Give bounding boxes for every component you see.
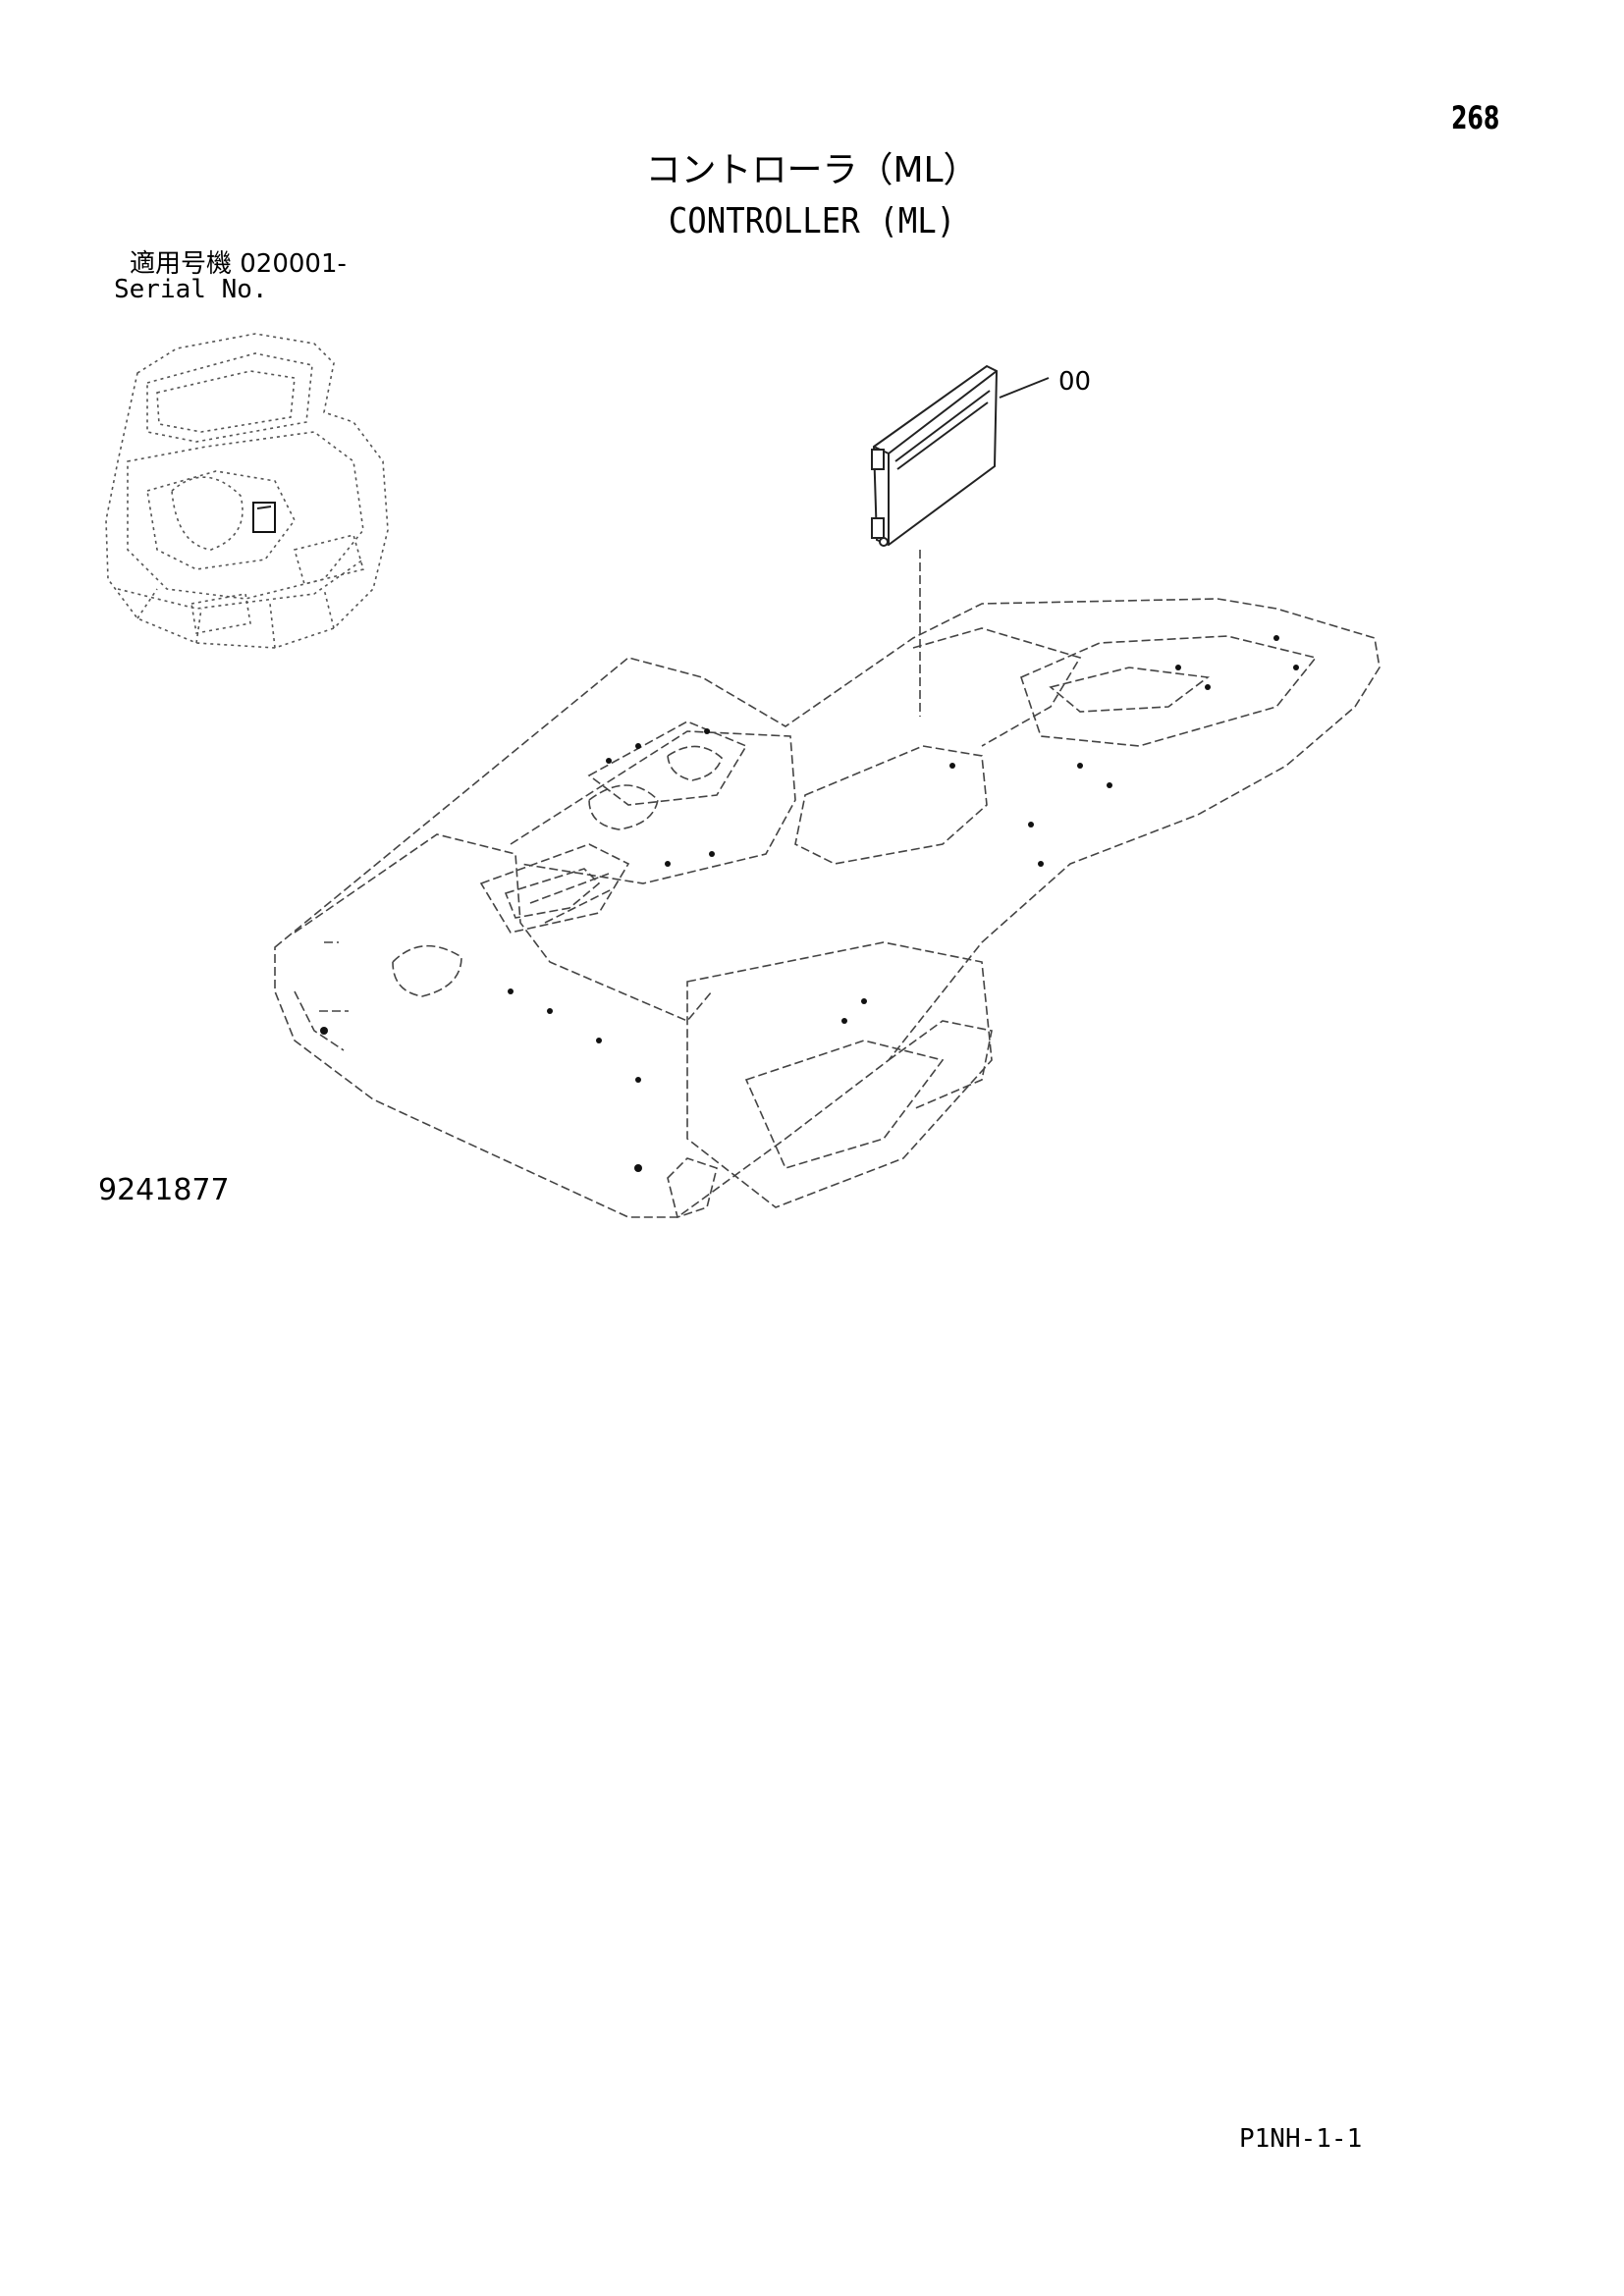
footer-code: P1NH-1-1	[1239, 2124, 1363, 2154]
serial-number-label-japanese: 適用号機 020001-	[130, 249, 347, 279]
part-callout-label: 00	[1058, 367, 1092, 397]
upper-frame	[274, 598, 1380, 1219]
figure-number: 9241877	[98, 1173, 230, 1207]
page-title-english: CONTROLLER (ML)	[668, 201, 956, 241]
serial-number-label-english: Serial No.	[114, 275, 268, 304]
excavator-locator-sketch	[105, 333, 389, 649]
page-title-japanese: コントローラ（ML）	[645, 150, 979, 190]
page-number: 268	[1451, 99, 1500, 136]
controller-unit	[871, 364, 1050, 717]
